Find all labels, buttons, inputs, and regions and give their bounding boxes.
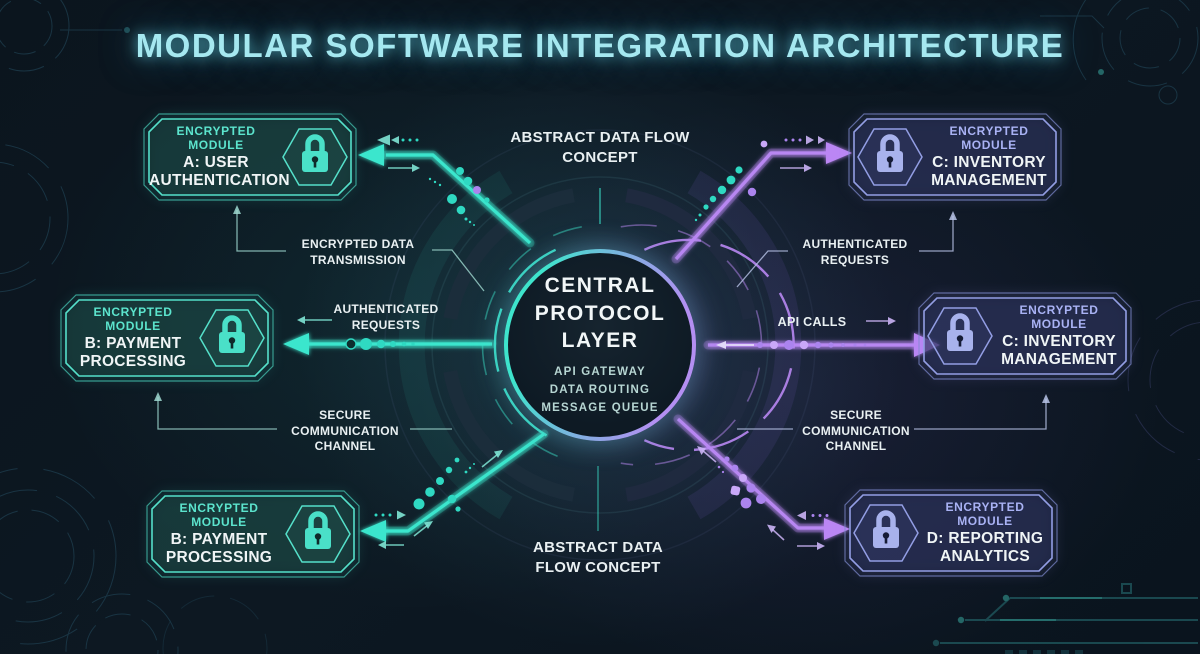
connector-b-mid-details — [297, 316, 415, 350]
connector-c-top-details — [694, 135, 825, 222]
lock-icon — [853, 504, 919, 562]
module-frame — [60, 294, 274, 382]
connector-b-bottom-details — [374, 450, 503, 549]
module-name: A: USER AUTHENTICATION — [149, 154, 290, 189]
module-name: C: INVENTORY MANAGEMENT — [1001, 333, 1117, 368]
module-top-left: ENCRYPTED MODULE A: USER AUTHENTICATION — [143, 113, 357, 201]
module-badge: ENCRYPTED MODULE — [176, 124, 256, 153]
module-frame — [844, 489, 1058, 577]
connector-a-details — [377, 134, 490, 226]
connector-hub-to-module-b-mid — [283, 333, 497, 355]
connector-d-details — [697, 446, 829, 550]
diagram-title: MODULAR SOFTWARE INTEGRATION ARCHITECTUR… — [135, 27, 1065, 64]
module-name: B: PAYMENT PROCESSING — [165, 531, 273, 566]
annotation-authenticated-requests-right: AUTHENTICATED REQUESTS — [802, 237, 908, 267]
lock-icon — [282, 128, 348, 186]
module-frame — [848, 113, 1062, 201]
hub-service-api-gateway: API GATEWAY — [554, 366, 646, 379]
hub-title: CENTRAL PROTOCOL LAYER — [534, 274, 666, 352]
module-badge: ENCRYPTED MODULE — [945, 500, 1025, 529]
module-name: C: INVENTORY MANAGEMENT — [931, 154, 1047, 189]
module-top-right: ENCRYPTED MODULE C: INVENTORY MANAGEMENT — [848, 113, 1062, 201]
module-frame — [918, 292, 1132, 380]
module-bottom-left: ENCRYPTED MODULE B: PAYMENT PROCESSING — [146, 490, 360, 578]
connector-hub-to-module-d — [673, 414, 850, 540]
module-mid-right: ENCRYPTED MODULE C: INVENTORY MANAGEMENT — [918, 292, 1132, 380]
annotation-abstract-data-flow-bottom: ABSTRACT DATA FLOW CONCEPT — [533, 539, 663, 576]
module-name: B: PAYMENT PROCESSING — [79, 335, 187, 370]
module-badge: ENCRYPTED MODULE — [179, 501, 259, 530]
module-name: D: REPORTING ANALYTICS — [926, 530, 1044, 565]
hub-service-message-queue: MESSAGE QUEUE — [541, 401, 659, 414]
module-mid-left: ENCRYPTED MODULE B: PAYMENT PROCESSING — [60, 294, 274, 382]
lock-icon — [927, 307, 993, 365]
lock-icon — [285, 505, 351, 563]
hub-services: API GATEWAY DATA ROUTING MESSAGE QUEUE — [541, 364, 658, 417]
module-badge: ENCRYPTED MODULE — [1019, 303, 1099, 332]
lock-icon — [857, 128, 923, 186]
hub-service-data-routing: DATA ROUTING — [549, 384, 651, 397]
annotation-secure-communication-channel-left: SECURE COMMUNICATION CHANNEL — [291, 408, 399, 454]
connector-c-mid-details — [716, 317, 896, 350]
annotation-api-calls: API CALLS — [777, 315, 847, 329]
annotation-secure-communication-channel-right: SECURE COMMUNICATION CHANNEL — [802, 408, 910, 454]
central-hub: CENTRAL PROTOCOL LAYER API GATEWAY DATA … — [504, 249, 696, 441]
lock-icon — [199, 309, 265, 367]
module-badge: ENCRYPTED MODULE — [949, 124, 1029, 153]
annotation-abstract-data-flow-top: ABSTRACT DATA FLOW CONCEPT — [510, 129, 690, 166]
module-badge: ENCRYPTED MODULE — [93, 305, 173, 334]
module-bottom-right: ENCRYPTED MODULE D: REPORTING ANALYTICS — [844, 489, 1058, 577]
annotation-authenticated-requests-left: AUTHENTICATED REQUESTS — [333, 302, 439, 332]
note-stubs — [597, 188, 601, 531]
connector-hub-to-module-b-bottom — [360, 429, 549, 542]
module-frame — [146, 490, 360, 578]
module-frame — [143, 113, 357, 201]
connector-hub-to-module-a — [358, 144, 535, 248]
callout-lines — [154, 205, 1050, 430]
annotation-encrypted-data-transmission: ENCRYPTED DATA TRANSMISSION — [301, 237, 415, 267]
connector-hub-to-module-c-top — [671, 142, 852, 264]
central-hub-body: CENTRAL PROTOCOL LAYER API GATEWAY DATA … — [508, 253, 692, 437]
